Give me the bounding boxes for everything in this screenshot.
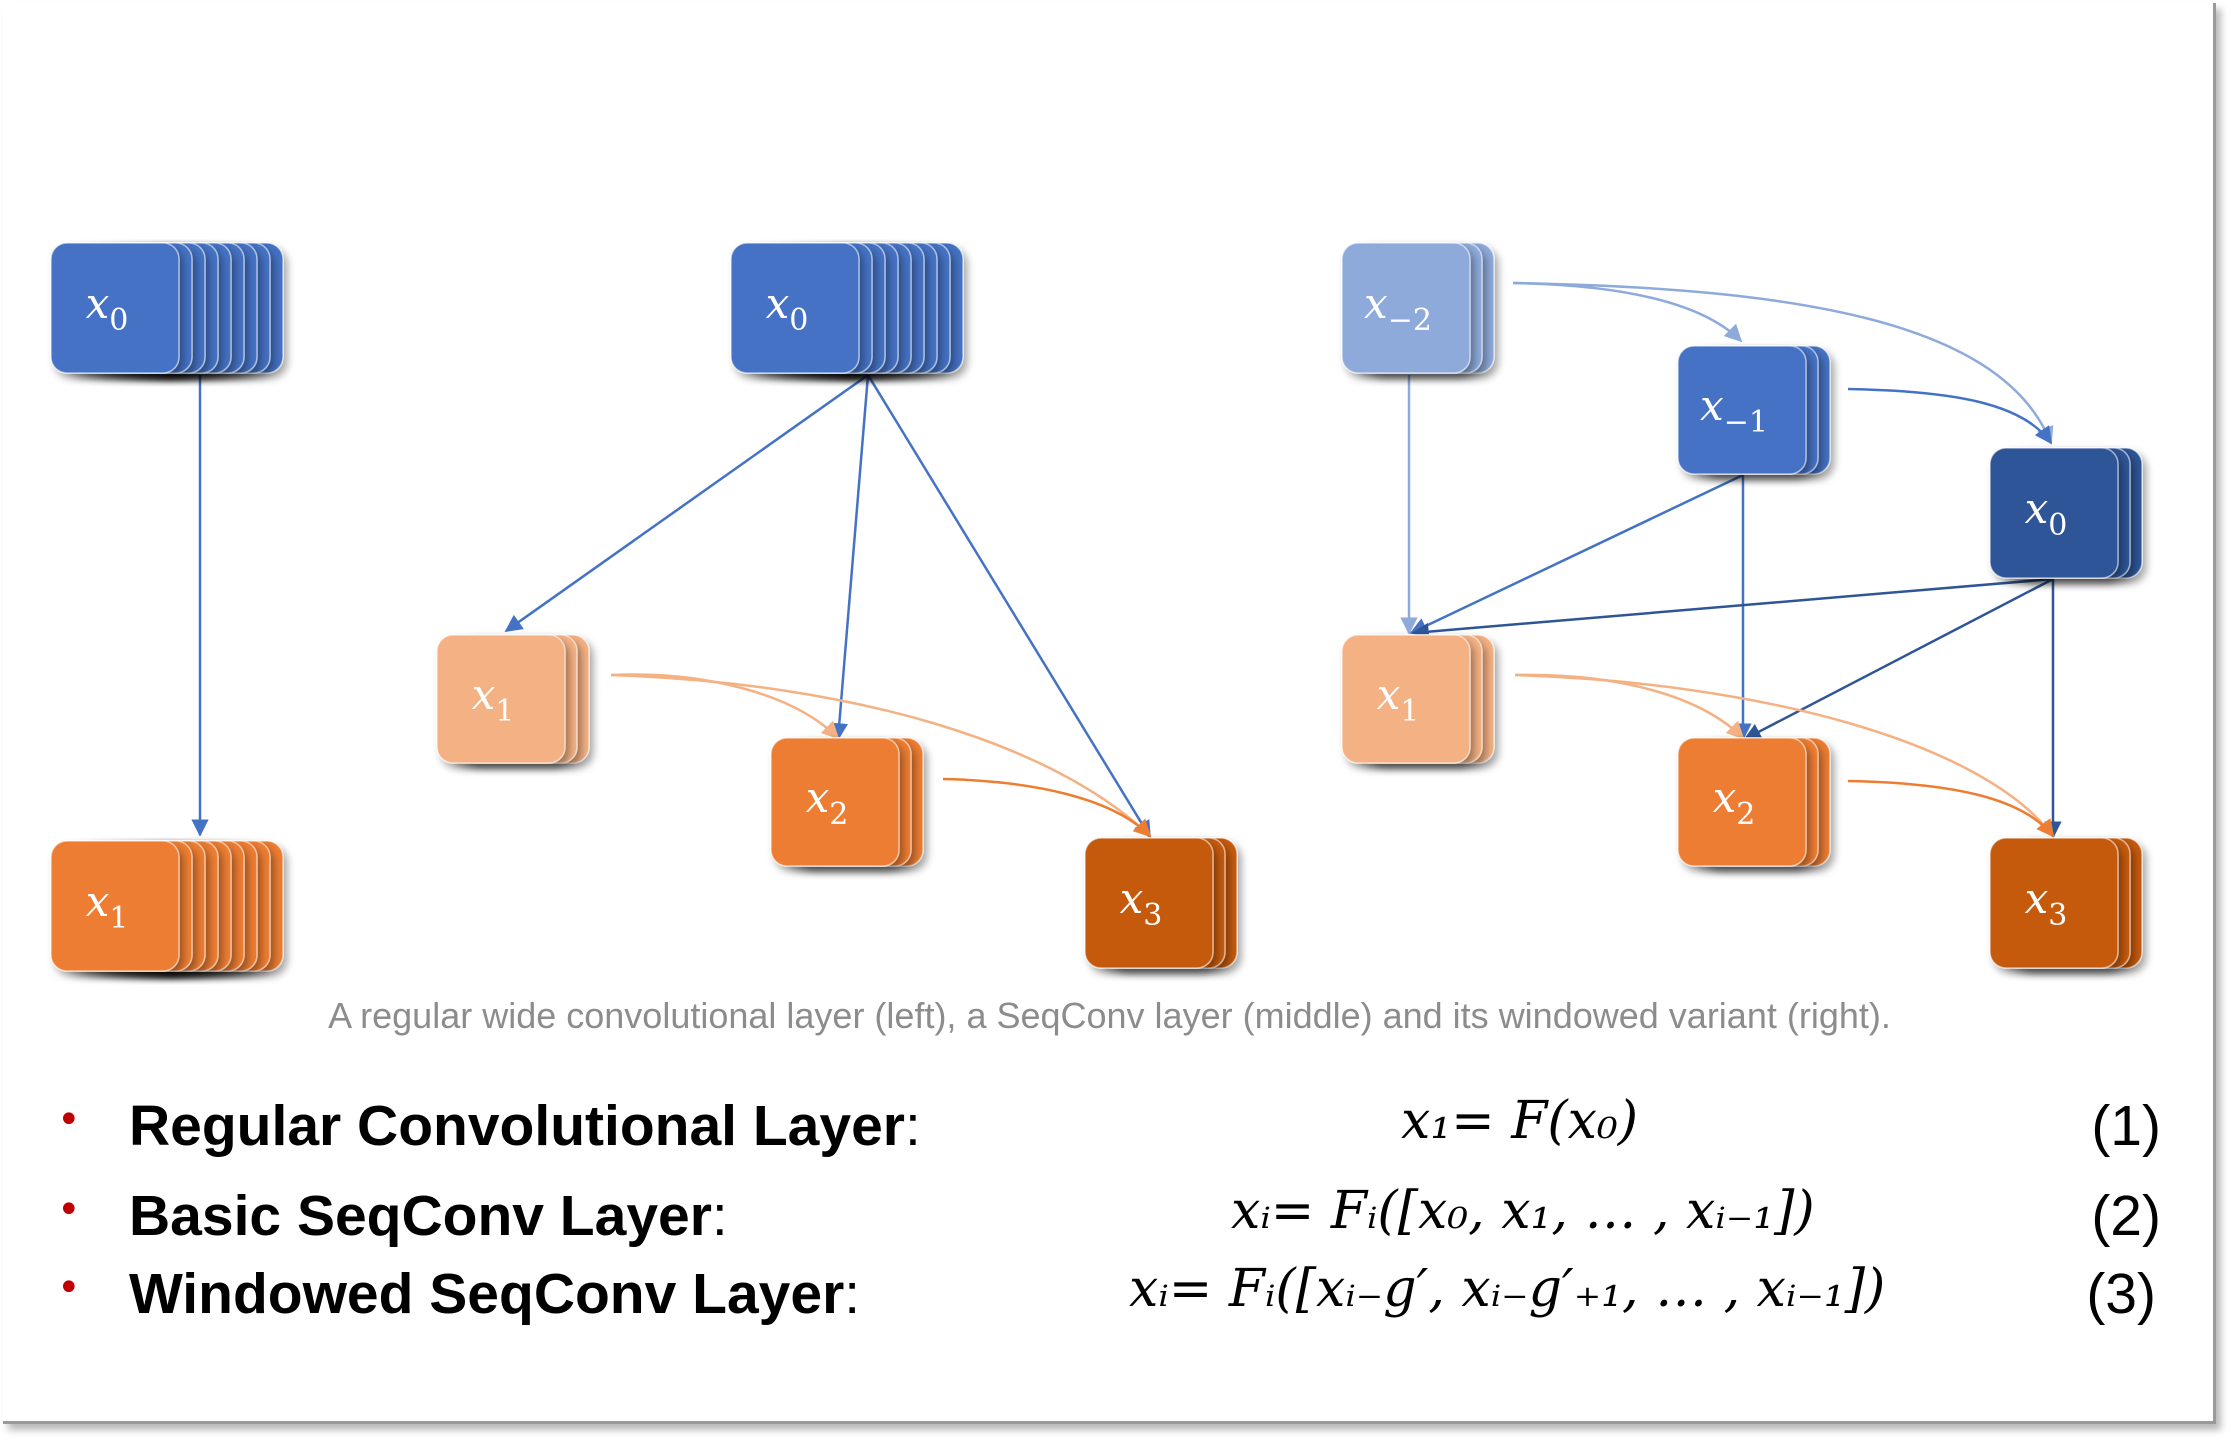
node-mid-x3: x3 (1084, 837, 1238, 969)
edge-right-xm1-x1 (1409, 473, 1744, 635)
node-box (1341, 634, 1471, 764)
edge-mid-x0-x3 (866, 374, 1152, 839)
node-left-x0: x0 (50, 242, 284, 374)
equation-formula-2: xᵢ= Fᵢ([x₀, x₁, … , xᵢ₋₁]) (1231, 1181, 1815, 1241)
edge-right-x0-x2 (1743, 577, 2054, 741)
edge-mid-x2-x3 (942, 777, 1152, 838)
edge-mid-x1-x3 (610, 673, 1152, 838)
equation-formula-3: xᵢ= Fᵢ([xᵢ₋g′, xᵢ₋g′₊₁, … , xᵢ₋₁]) (1129, 1259, 1886, 1319)
equation-row-3: • Windowed SeqConv Layer: xᵢ= Fᵢ([xᵢ₋g′,… (3, 1259, 2216, 1341)
node-box (436, 634, 566, 764)
node-box (1989, 837, 2119, 969)
node-right-x3: x3 (1989, 837, 2143, 969)
bullet-dot: • (57, 1265, 81, 1311)
node-label: x1 (86, 877, 129, 936)
node-left-x1: x1 (50, 840, 284, 972)
node-box (1677, 737, 1807, 867)
node-label: x0 (86, 279, 129, 338)
equation-label-1: Regular Convolutional Layer: (129, 1094, 921, 1158)
node-box (50, 242, 180, 374)
node-right-x-minus-2: x−2 (1341, 242, 1495, 374)
figure-caption: A regular wide convolutional layer (left… (328, 995, 1891, 1036)
left-panel: x0 x1 (50, 242, 284, 972)
equation-row-1: • Regular Convolutional Layer: x₁= F(x₀)… (3, 1091, 2216, 1173)
equation-label-2: Basic SeqConv Layer: (129, 1184, 728, 1248)
node-box (1084, 837, 1214, 969)
slide: x0 x1 x0 x1 x2 x3 (3, 3, 2216, 1424)
node-box (1677, 345, 1807, 475)
edge-mid-x0-x2 (830, 374, 870, 741)
edge-right-x0-x1 (1411, 577, 2054, 641)
node-label: x2 (806, 773, 849, 832)
node-box (1989, 447, 2119, 579)
edge-right-xm1-x0 (1847, 387, 2053, 445)
bullet-dot: • (57, 1187, 81, 1233)
node-box (730, 242, 860, 374)
node-label: x−2 (1364, 279, 1432, 338)
node-mid-x0: x0 (730, 242, 964, 374)
bullet-dot: • (57, 1097, 81, 1143)
node-label: x0 (766, 279, 809, 338)
node-label: x1 (1377, 670, 1420, 729)
node-box (50, 840, 180, 972)
equation-number-2: (2) (2091, 1184, 2161, 1248)
node-label: x2 (1713, 773, 1756, 832)
equation-number-1: (1) (2091, 1094, 2161, 1158)
node-right-x2: x2 (1677, 737, 1831, 867)
edge-right-x2-x3 (1847, 779, 2055, 838)
edge-right-x1-x2 (1514, 673, 1745, 740)
node-right-x1: x1 (1341, 634, 1495, 764)
node-label: x3 (1120, 874, 1163, 933)
node-right-x0: x0 (1989, 447, 2143, 579)
equation-formula-1: x₁= F(x₀) (1401, 1091, 1639, 1151)
node-right-x-minus-1: x−1 (1677, 345, 1831, 475)
middle-panel: x0 x1 x2 x3 (436, 242, 1238, 969)
node-box (770, 737, 900, 867)
equation-label-3: Windowed SeqConv Layer: (129, 1262, 861, 1326)
seqconv-diagram: x0 x1 x0 x1 x2 x3 (50, 242, 2143, 972)
edge-mid-x1-x2 (610, 673, 840, 740)
node-mid-x1: x1 (436, 634, 590, 764)
edge-right-x1-x3 (1514, 673, 2055, 838)
equation-row-2: • Basic SeqConv Layer: xᵢ= Fᵢ([x₀, x₁, …… (3, 1181, 2216, 1263)
node-label: x−1 (1700, 381, 1768, 440)
node-label: x0 (2025, 484, 2068, 543)
right-panel: x−2 x−1 x0 x1 x2 x3 (1341, 242, 2143, 969)
edge-right-xm2-x0 (1512, 281, 2054, 445)
node-box (1341, 242, 1471, 374)
node-label: x3 (2025, 874, 2068, 933)
node-label: x1 (472, 670, 515, 729)
edge-mid-x0-x1 (504, 373, 869, 633)
node-mid-x2: x2 (770, 737, 924, 867)
equation-number-3: (3) (2086, 1262, 2156, 1326)
